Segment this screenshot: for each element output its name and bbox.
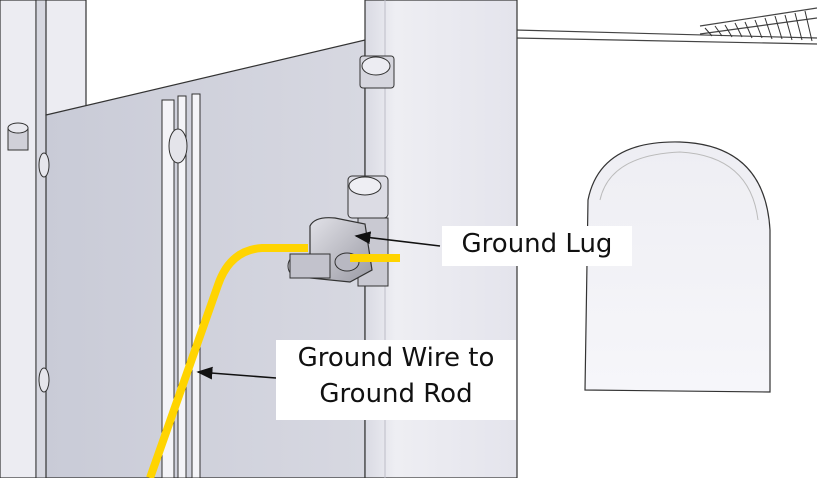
left-bolt: [7, 122, 29, 151]
ground-lug-arrow: [354, 231, 441, 247]
ground-wire-text-line2: Ground Rod: [319, 379, 473, 409]
roof-grille: [704, 10, 813, 42]
arch-cover: [584, 141, 771, 393]
panel-hole: [38, 367, 50, 393]
ground-wire: [146, 244, 400, 478]
panel-slots: [161, 93, 201, 478]
top-frame-left: [45, 0, 87, 116]
ground-wire-text-line1: Ground Wire to: [297, 343, 495, 373]
ground-lug-label: Ground Lug: [442, 226, 632, 266]
left-post: [0, 0, 37, 478]
panel-hole: [38, 152, 50, 178]
ground-wire-arrow: [196, 366, 277, 380]
ground-wire-label: Ground Wire to Ground Rod: [276, 340, 516, 420]
ground-lug-text: Ground Lug: [461, 229, 613, 259]
top-bolt: [359, 55, 395, 89]
